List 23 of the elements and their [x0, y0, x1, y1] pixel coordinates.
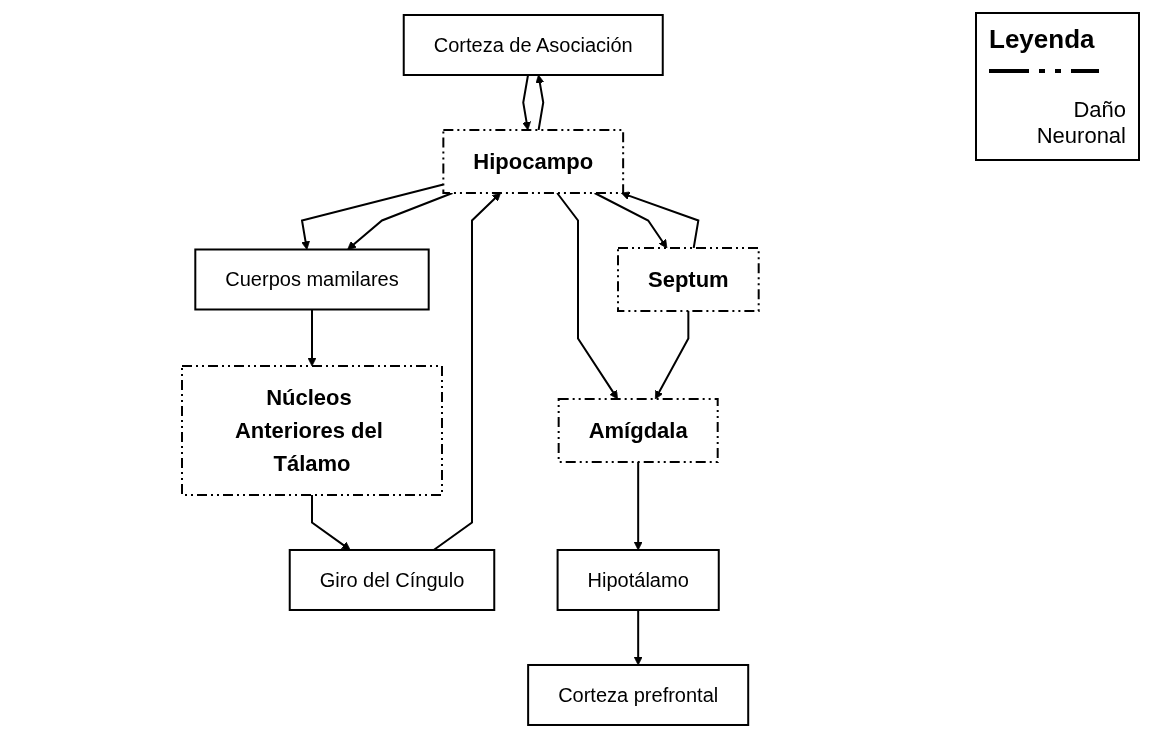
legend-title: Leyenda — [989, 24, 1095, 55]
node-box: Corteza prefrontal — [526, 664, 749, 726]
node-box: Giro del Cíngulo — [288, 549, 495, 611]
legend-text: Daño Neuronal — [1035, 97, 1126, 149]
arrow — [633, 609, 643, 666]
node-box: Septum — [616, 247, 760, 312]
node-box: Hipocampo — [442, 129, 624, 194]
arrow — [307, 308, 317, 367]
node-box: Corteza de Asociación — [402, 14, 664, 76]
arrow — [521, 74, 531, 131]
arrow — [535, 74, 544, 131]
node-box: Núcleos Anteriores del Tálamo — [180, 365, 443, 496]
arrow — [300, 183, 444, 250]
arrow — [593, 192, 667, 249]
arrow — [620, 191, 700, 249]
arrow — [654, 310, 689, 400]
arrow — [633, 461, 643, 551]
node-box: Cuerpos mamilares — [193, 248, 430, 311]
node-box: Hipotálamo — [556, 549, 720, 611]
arrow — [555, 192, 618, 400]
arrow — [310, 494, 351, 551]
node-box: Amígdala — [557, 398, 719, 463]
arrow — [432, 192, 501, 551]
